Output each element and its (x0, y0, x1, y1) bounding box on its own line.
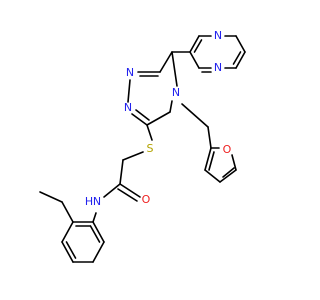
bond (89, 225, 101, 243)
amide-n-label: N (93, 195, 101, 208)
bond (65, 241, 77, 259)
bond (207, 126, 212, 149)
bond (117, 188, 138, 202)
bond (222, 167, 235, 178)
molecule-structure-diagram: N N N N N S O O N H (39, 29, 246, 263)
bond (39, 191, 63, 203)
bond (219, 169, 237, 183)
bond (232, 51, 242, 65)
bond (181, 103, 209, 128)
bond (204, 169, 221, 183)
bond (92, 212, 97, 223)
pyrazine-n-bottom-label: N (214, 61, 222, 74)
bond (61, 241, 74, 263)
bond (103, 183, 121, 198)
bond (235, 51, 246, 69)
furan-oxygen-label: O (223, 143, 232, 156)
sulfur-label: S (147, 142, 154, 155)
bond (189, 35, 200, 53)
bond (231, 154, 237, 171)
bond (119, 159, 124, 185)
bonds (39, 35, 246, 263)
amide-h-label: H (85, 195, 93, 208)
bond (189, 51, 200, 69)
bond (122, 151, 144, 161)
bond (131, 113, 148, 126)
triazole-n2-label: N (124, 101, 132, 114)
bond (61, 221, 74, 243)
bond (171, 51, 178, 87)
bond (235, 35, 246, 53)
bond (208, 151, 215, 171)
bond (146, 124, 153, 141)
bond (159, 51, 173, 73)
bond (61, 201, 74, 223)
triazole-n4-label: N (172, 86, 180, 99)
bond (169, 100, 173, 113)
bond (193, 39, 203, 53)
bond (204, 147, 212, 171)
bond (119, 183, 141, 198)
bond (135, 109, 150, 121)
bond (92, 241, 105, 263)
atom-labels: N N N N N S O O N H (85, 29, 232, 208)
molecule-svg: N N N N N S O O N H (39, 29, 246, 263)
carbonyl-oxygen-label: O (142, 193, 151, 206)
bond (127, 79, 131, 103)
bond (146, 111, 171, 126)
triazole-n1-label: N (126, 66, 134, 79)
bond (92, 221, 105, 243)
pyrazine-n-top-label: N (214, 29, 222, 42)
